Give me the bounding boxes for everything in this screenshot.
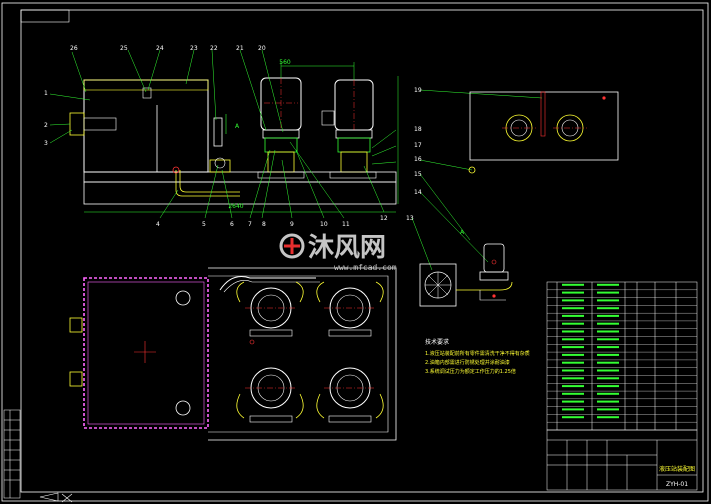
part-number-labels: 26 25 24 23 22 21 20 1 2 3 4 5 6 7 8 9 1… [44,45,422,228]
part-label-19: 19 [414,87,422,94]
part-label-16: 16 [414,156,422,163]
parts-list-entry-mark [597,307,619,310]
dim-top-label: 560 [279,59,291,66]
notes-title: 技术要求 [425,338,449,346]
base-frame [83,171,397,183]
left-revision-strip [3,409,21,499]
parts-list-entry-mark [597,330,619,333]
part-label-2: 2 [44,122,48,129]
part-label-20: 20 [258,45,266,52]
parts-list-entry-mark [562,400,584,403]
drawing-number: ZYH-01 [666,481,688,488]
parts-list-entry-mark [562,416,584,419]
parts-list-entry-mark [562,408,584,411]
part-label-10: 10 [320,221,328,228]
parts-list-entry-mark [562,346,584,349]
dim-base-label: 2640 [228,203,243,210]
part-label-22: 22 [210,45,218,52]
part-label-7: 7 [248,221,252,228]
leader-lines [49,49,543,271]
parts-list-entry-mark [562,283,584,286]
parts-list [546,281,698,431]
watermark: 沐风网 www.mfcad.com [279,233,397,272]
corner-tag-box [20,9,70,23]
parts-list-entry-mark [562,314,584,317]
part-label-5: 5 [202,221,206,228]
part-label-4: 4 [156,221,160,228]
parts-list-entry-mark [597,346,619,349]
part-label-1: 1 [44,90,48,97]
parts-list-entry-mark [562,385,584,388]
part-label-25: 25 [120,45,128,52]
parts-list-entry-mark [597,416,619,419]
parts-list-entry-mark [562,353,584,356]
part-label-17: 17 [414,142,422,149]
parts-list-entry-mark [597,338,619,341]
parts-list-entry-mark [597,322,619,325]
part-label-26: 26 [70,45,78,52]
parts-list-entry-mark [597,283,619,286]
parts-list-entry-mark [597,299,619,302]
parts-list-entry-mark [597,314,619,317]
parts-list-entry-mark [597,361,619,364]
tank-plan [83,277,209,429]
part-label-23: 23 [190,45,198,52]
parts-list-entry-mark [562,338,584,341]
part-label-18: 18 [414,126,422,133]
parts-list-entry-mark [562,361,584,364]
part-label-14: 14 [414,189,422,196]
watermark-brand: 沐风网 [308,233,386,263]
section-mark-a-1: A [235,123,240,130]
parts-list-entry-mark [597,377,619,380]
part-label-13: 13 [406,215,414,222]
parts-list-entry-mark [562,330,584,333]
parts-list-entry-mark [562,369,584,372]
parts-list-entry-mark [597,400,619,403]
part-label-9: 9 [290,221,294,228]
part-label-24: 24 [156,45,164,52]
plan-view [69,267,397,441]
part-label-11: 11 [342,221,350,228]
parts-list-entry-mark [562,291,584,294]
section-a-detail [419,243,513,307]
parts-list-rows [547,283,697,423]
side-view [468,91,619,174]
parts-list-entry-mark [562,299,584,302]
parts-list-entry-mark [562,377,584,380]
part-label-6: 6 [230,221,234,228]
parts-list-entry-mark [597,392,619,395]
title-block [546,429,698,491]
part-label-12: 12 [380,215,388,222]
parts-list-entry-mark [562,307,584,310]
parts-list-entry-mark [562,392,584,395]
oil-tank [83,79,209,173]
front-view [69,62,399,213]
bottom-corner-marks [39,492,73,503]
notes-line-3: 3.系统调试压力为额定工作压力的1.25倍 [425,368,516,375]
part-label-15: 15 [414,171,422,178]
parts-list-entry-mark [562,322,584,325]
watermark-url: www.mfcad.com [334,263,397,272]
section-mark-a-2: A [460,229,465,236]
notes-line-2: 2.油箱内部需进行防锈处理并涂耐油漆 [425,359,510,366]
part-label-3: 3 [44,140,48,147]
inner-border [20,9,704,493]
parts-list-entry-mark [597,353,619,356]
parts-list-entry-mark [597,385,619,388]
part-label-8: 8 [262,221,266,228]
parts-list-entry-mark [597,369,619,372]
notes-line-1: 1.液压站装配前所有零件需清洗干净不得有杂质 [425,350,530,357]
parts-list-entry-mark [597,291,619,294]
parts-list-entry-mark [597,408,619,411]
drawing-title: 液压站装配图 [659,465,695,473]
part-label-21: 21 [236,45,244,52]
